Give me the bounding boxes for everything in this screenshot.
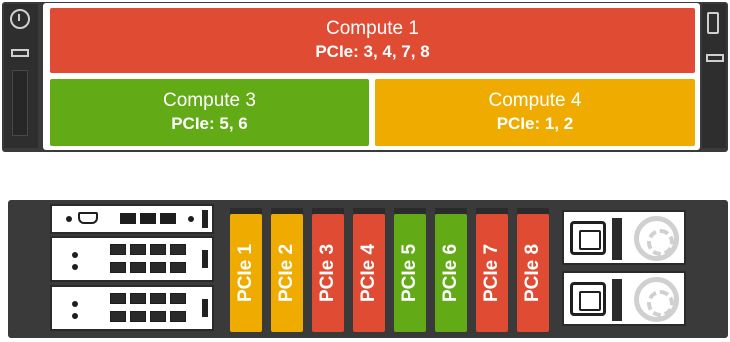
pcie-bracket [312,208,344,214]
ethernet-port-icon [130,311,146,322]
ethernet-port-icon [150,244,166,255]
usb-port-icon [11,49,29,57]
compute-sled-1: Compute 1 PCIe: 3, 4, 7, 8 [50,8,695,73]
fan-icon [634,277,679,322]
ethernet-port-icon [110,262,126,273]
ethernet-port-icon [110,244,126,255]
pcie-slot-3: PCIe 3 [312,214,344,332]
usb-port-icon [706,54,724,62]
pcie-bracket [394,208,426,214]
pcie-slot-6: PCIe 6 [435,214,467,332]
power-socket-icon [570,282,606,316]
vga-port-icon [707,12,719,34]
ethernet-port-icon [170,311,186,322]
pcie-bracket [271,208,303,214]
power-supply-1 [562,210,686,265]
ethernet-port-icon [130,293,146,304]
handle-icon [202,210,208,228]
power-supply-2 [562,271,686,326]
sled-name: Compute 4 [488,90,582,111]
ethernet-port-icon [150,262,166,273]
ethernet-port-icon [170,244,186,255]
status-led-icon [72,264,78,270]
pcie-slot-label: PCIe 4 [358,243,379,303]
ethernet-port-icon [130,244,146,255]
ethernet-port-icon [130,262,146,273]
serial-port-icon [78,212,98,224]
network-card-2 [50,285,214,331]
ethernet-port-icon [170,262,186,273]
pcie-slot-label: PCIe 5 [399,243,420,303]
pcie-bracket [476,208,508,214]
pcie-bracket [230,208,262,214]
pcie-slot-4: PCIe 4 [353,214,385,332]
sled-name: Compute 3 [163,90,256,111]
pcie-bracket [517,208,549,214]
sled-pcie-mapping: PCIe: 1, 2 [496,114,574,133]
handle-icon [202,250,208,268]
pcie-slot-1: PCIe 1 [230,214,262,332]
ethernet-port-icon [170,293,186,304]
ethernet-port-icon [150,293,166,304]
management-ports-panel [50,204,214,234]
status-led-icon [72,301,78,307]
pcie-slot-7: PCIe 7 [476,214,508,332]
fan-icon [634,216,679,261]
psu-latch-icon [612,218,622,260]
pcie-slot-label: PCIe 2 [276,243,297,303]
pcie-bracket [353,208,385,214]
power-socket-icon [570,221,606,255]
pcie-slot-label: PCIe 8 [522,243,543,303]
left-ear-panel [12,70,28,136]
pcie-slot-2: PCIe 2 [271,214,303,332]
right-ear [702,4,726,148]
status-led-icon [188,216,194,222]
status-led-icon [72,313,78,319]
pcie-bracket [435,208,467,214]
ethernet-port-icon [110,311,126,322]
pcie-slot-5: PCIe 5 [394,214,426,332]
ethernet-port-icon [140,213,156,224]
compute-sled-4: Compute 4 PCIe: 1, 2 [375,79,695,146]
pcie-slot-label: PCIe 1 [235,243,256,303]
sled-name: Compute 1 [326,18,419,39]
pcie-slot-label: PCIe 3 [317,243,338,303]
power-button-icon [10,9,30,29]
id-led-icon [66,216,72,222]
pcie-slot-8: PCIe 8 [517,214,549,332]
pcie-slot-label: PCIe 7 [481,243,502,303]
handle-icon [202,299,208,317]
status-led-icon [72,252,78,258]
network-card-1 [50,236,214,282]
psu-latch-icon [612,279,622,321]
sled-pcie-mapping: PCIe: 3, 4, 7, 8 [315,42,430,61]
sled-pcie-mapping: PCIe: 5, 6 [171,114,248,133]
compute-sled-3: Compute 3 PCIe: 5, 6 [50,79,369,146]
ethernet-port-icon [160,213,176,224]
ethernet-port-icon [120,213,136,224]
ethernet-port-icon [150,311,166,322]
pcie-slot-label: PCIe 6 [440,243,461,303]
ethernet-port-icon [110,293,126,304]
